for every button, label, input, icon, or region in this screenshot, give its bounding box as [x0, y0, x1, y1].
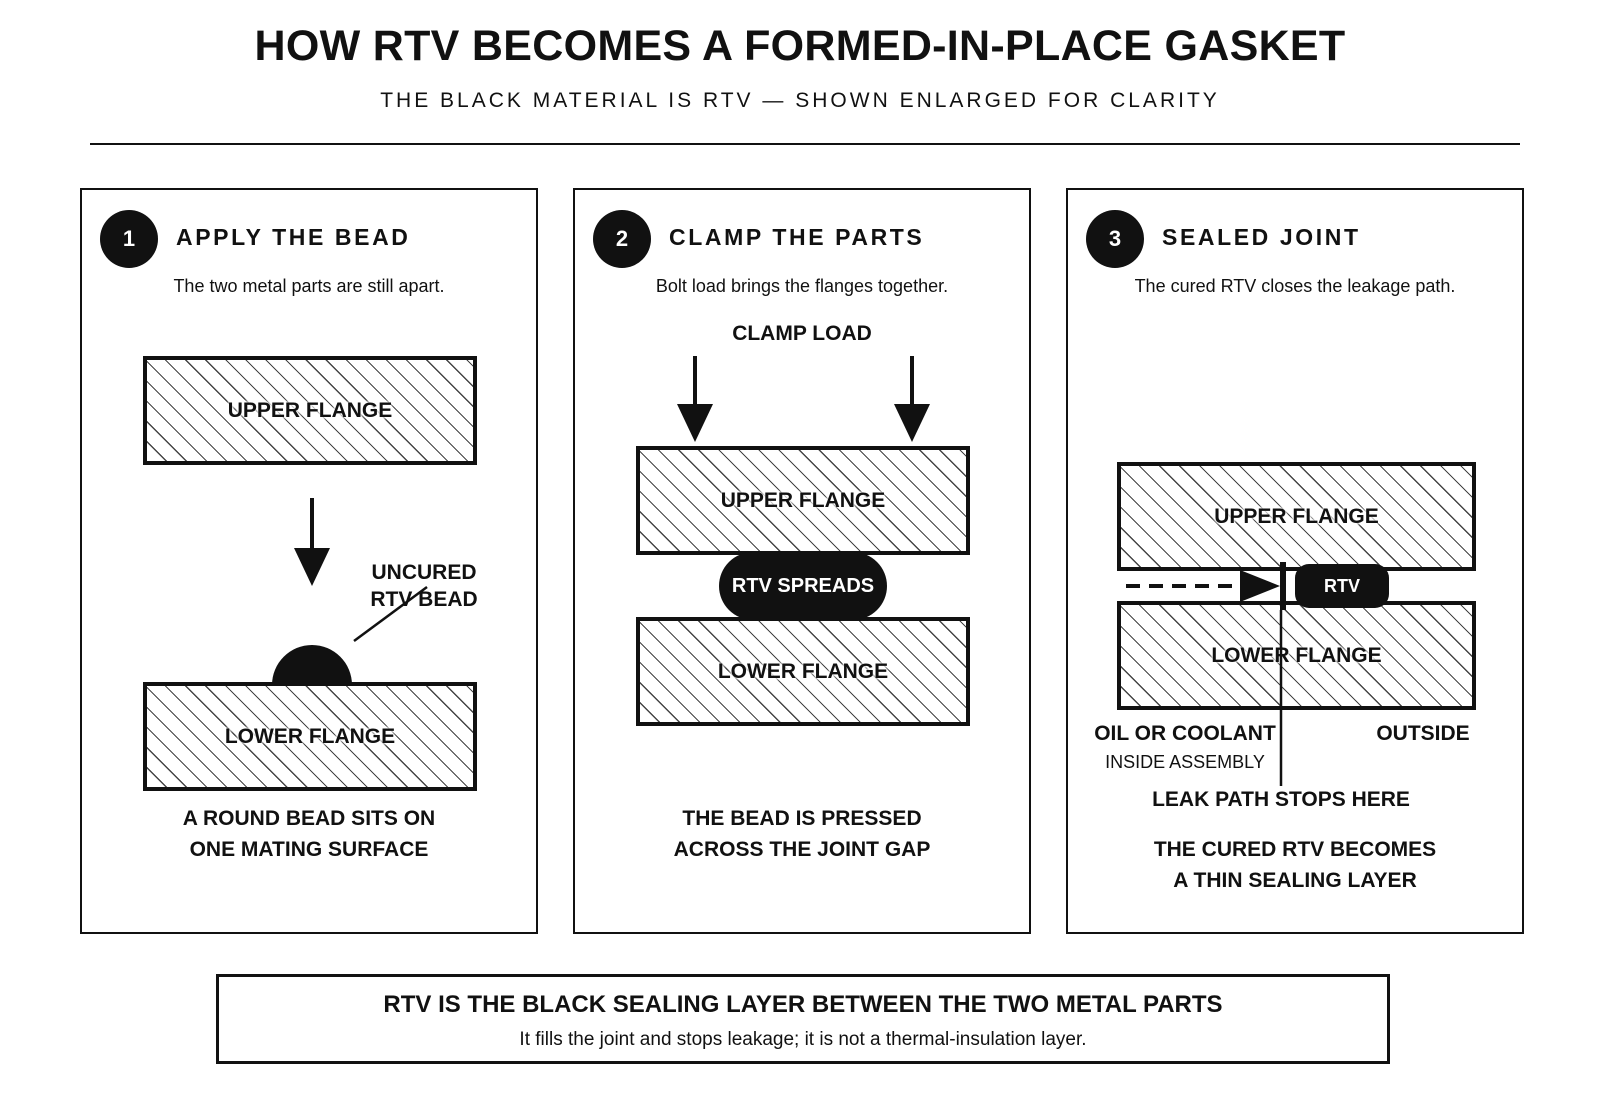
upper-flange: UPPER FLANGE: [143, 356, 477, 465]
step-3-panel: 3 SEALED JOINT The cured RTV closes the …: [1066, 188, 1524, 934]
upper-flange-label: UPPER FLANGE: [720, 488, 886, 512]
upper-flange: UPPER FLANGE: [1117, 462, 1476, 571]
step-description: The two metal parts are still apart.: [173, 276, 445, 296]
lower-flange: LOWER FLANGE: [636, 617, 970, 726]
outside-label: OUTSIDE: [1376, 722, 1470, 745]
cured-rtv-layer: RTV: [1295, 564, 1389, 608]
title-divider: [90, 143, 1520, 145]
step-caption: A ROUND BEAD SITS ON ONE MATING SURFACE: [182, 807, 436, 861]
step-caption: THE CURED RTV BECOMES A THIN SEALING LAY…: [1153, 838, 1437, 892]
lower-flange-label: LOWER FLANGE: [717, 659, 889, 683]
inside-label: OIL OR COOLANT: [1094, 722, 1276, 745]
step-heading: SEALED JOINT: [1162, 224, 1361, 250]
bead-leader-line: [353, 585, 428, 643]
leak-path-label: LEAK PATH STOPS HERE: [1152, 788, 1410, 811]
step-1-panel: 1 APPLY THE BEAD The two metal parts are…: [80, 188, 538, 934]
inside-sublabel: INSIDE ASSEMBLY: [1105, 752, 1265, 772]
step-2-panel: 2 CLAMP THE PARTS Bolt load brings the f…: [573, 188, 1031, 934]
summary-title: RTV IS THE BLACK SEALING LAYER BETWEEN T…: [383, 991, 1223, 1018]
step-heading: CLAMP THE PARTS: [669, 224, 925, 250]
page-title: HOW RTV BECOMES A FORMED-IN-PLACE GASKET: [254, 22, 1346, 70]
step-number-badge: 2: [593, 210, 651, 268]
lower-flange-label: LOWER FLANGE: [224, 724, 396, 748]
step-1-drawing: [272, 498, 428, 685]
lower-flange-label: LOWER FLANGE: [1211, 643, 1382, 667]
summary-text: It fills the joint and stops leakage; it…: [519, 1029, 1087, 1050]
upper-flange-label: UPPER FLANGE: [1214, 504, 1379, 528]
clamp-arrow-left-head: [677, 404, 713, 442]
leak-path-arrow-head: [1240, 570, 1280, 602]
step-2-drawing: [677, 356, 930, 442]
clamp-arrow-right-head: [894, 404, 930, 442]
page-subtitle: THE BLACK MATERIAL IS RTV — SHOWN ENLARG…: [380, 89, 1220, 112]
step-caption: THE BEAD IS PRESSED ACROSS THE JOINT GAP: [673, 807, 931, 861]
lower-flange: LOWER FLANGE: [143, 682, 477, 791]
down-arrow-head: [294, 548, 330, 586]
bead-label: UNCURED RTV BEAD: [370, 561, 478, 611]
upper-flange: UPPER FLANGE: [636, 446, 970, 555]
step-description: The cured RTV closes the leakage path.: [1134, 276, 1456, 296]
step-number-badge: 3: [1086, 210, 1144, 268]
step-description: Bolt load brings the flanges together.: [655, 276, 949, 296]
uncured-rtv-bead: [272, 645, 352, 685]
lower-flange: LOWER FLANGE: [1117, 601, 1476, 710]
step-3-drawing: [1126, 562, 1286, 786]
rtv-spread-bead: RTV SPREADS: [719, 552, 887, 620]
step-number-badge: 1: [100, 210, 158, 268]
summary-banner: RTV IS THE BLACK SEALING LAYER BETWEEN T…: [216, 974, 1390, 1064]
upper-flange-label: UPPER FLANGE: [227, 398, 393, 422]
step-heading: APPLY THE BEAD: [176, 224, 411, 250]
clamp-load-label: CLAMP LOAD: [732, 322, 872, 345]
